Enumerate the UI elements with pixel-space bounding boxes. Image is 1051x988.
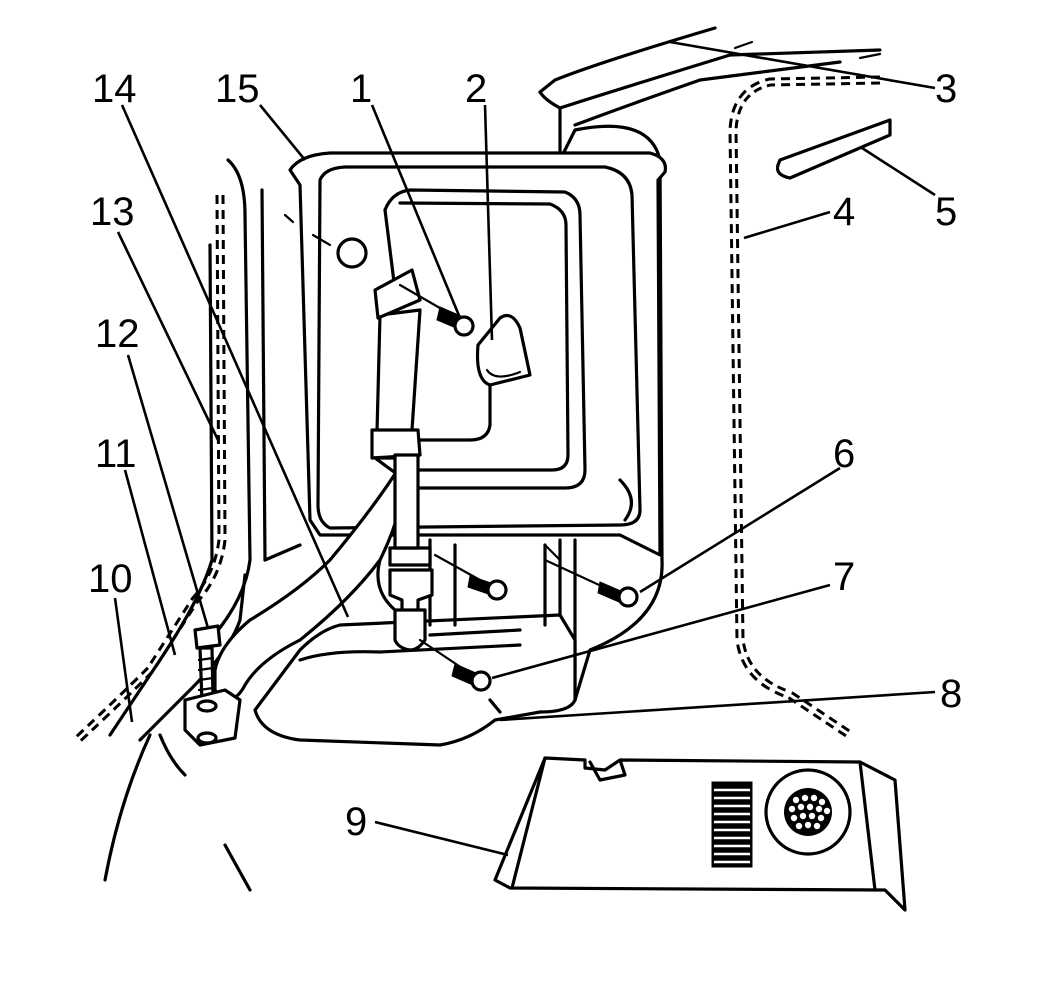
leader-1 bbox=[370, 104, 462, 319]
callout-1: 1 bbox=[350, 67, 372, 111]
leader-4 bbox=[743, 210, 831, 240]
leader-15 bbox=[258, 104, 307, 161]
leader-14 bbox=[120, 104, 350, 618]
callout-6: 6 bbox=[833, 432, 855, 476]
speaker-grille bbox=[764, 768, 852, 856]
callout-10: 10 bbox=[88, 557, 133, 601]
leader-lines bbox=[113, 40, 936, 857]
floor-lines bbox=[103, 733, 252, 892]
callout-7: 7 bbox=[833, 555, 855, 599]
callout-2: 2 bbox=[465, 67, 487, 111]
callout-3: 3 bbox=[935, 67, 957, 111]
leader-5 bbox=[861, 146, 936, 197]
screw-7 bbox=[418, 638, 492, 692]
leader-7 bbox=[491, 583, 831, 680]
callout-15: 15 bbox=[215, 67, 260, 111]
leader-3 bbox=[669, 40, 936, 90]
callout-14: 14 bbox=[92, 67, 137, 111]
speaker-vent-grille bbox=[711, 781, 753, 868]
fasteners bbox=[183, 283, 639, 747]
callouts: 1 2 3 4 5 6 7 8 9 10 11 12 13 14 15 bbox=[88, 67, 962, 844]
callout-11: 11 bbox=[95, 432, 137, 476]
leader-6 bbox=[639, 466, 841, 594]
lower-trim-panel bbox=[253, 613, 577, 747]
leader-9 bbox=[374, 820, 509, 857]
bolt-12 bbox=[193, 624, 222, 704]
trim-strip bbox=[775, 118, 892, 180]
leader-10 bbox=[113, 597, 134, 723]
callout-8: 8 bbox=[940, 672, 962, 716]
callout-5: 5 bbox=[935, 190, 957, 234]
upper-trim-panel bbox=[283, 151, 668, 557]
floor-anchor-plate bbox=[183, 688, 242, 747]
leader-11 bbox=[123, 469, 177, 656]
leader-2 bbox=[483, 104, 494, 341]
callout-9: 9 bbox=[345, 800, 367, 844]
anchor-bolt-1 bbox=[398, 283, 475, 337]
seat-belt-webbing bbox=[213, 268, 434, 701]
screw-6 bbox=[543, 558, 639, 608]
leader-12 bbox=[126, 354, 210, 629]
leader-13 bbox=[116, 231, 220, 441]
callout-12: 12 bbox=[95, 312, 140, 356]
door-weatherstrip bbox=[728, 75, 881, 739]
roof-frame bbox=[538, 26, 882, 162]
callout-13: 13 bbox=[90, 190, 135, 234]
left-pillar bbox=[71, 158, 302, 746]
callout-4: 4 bbox=[833, 190, 855, 234]
speaker-trim-panel bbox=[493, 756, 907, 912]
screw-retractor bbox=[433, 553, 508, 601]
leader-8 bbox=[499, 690, 936, 722]
